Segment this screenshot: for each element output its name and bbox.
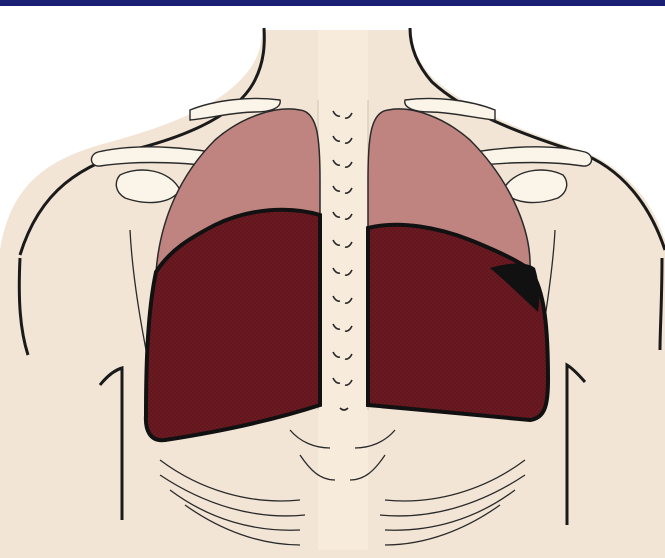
spine bbox=[318, 30, 368, 550]
chest-diagram bbox=[0, 6, 665, 558]
